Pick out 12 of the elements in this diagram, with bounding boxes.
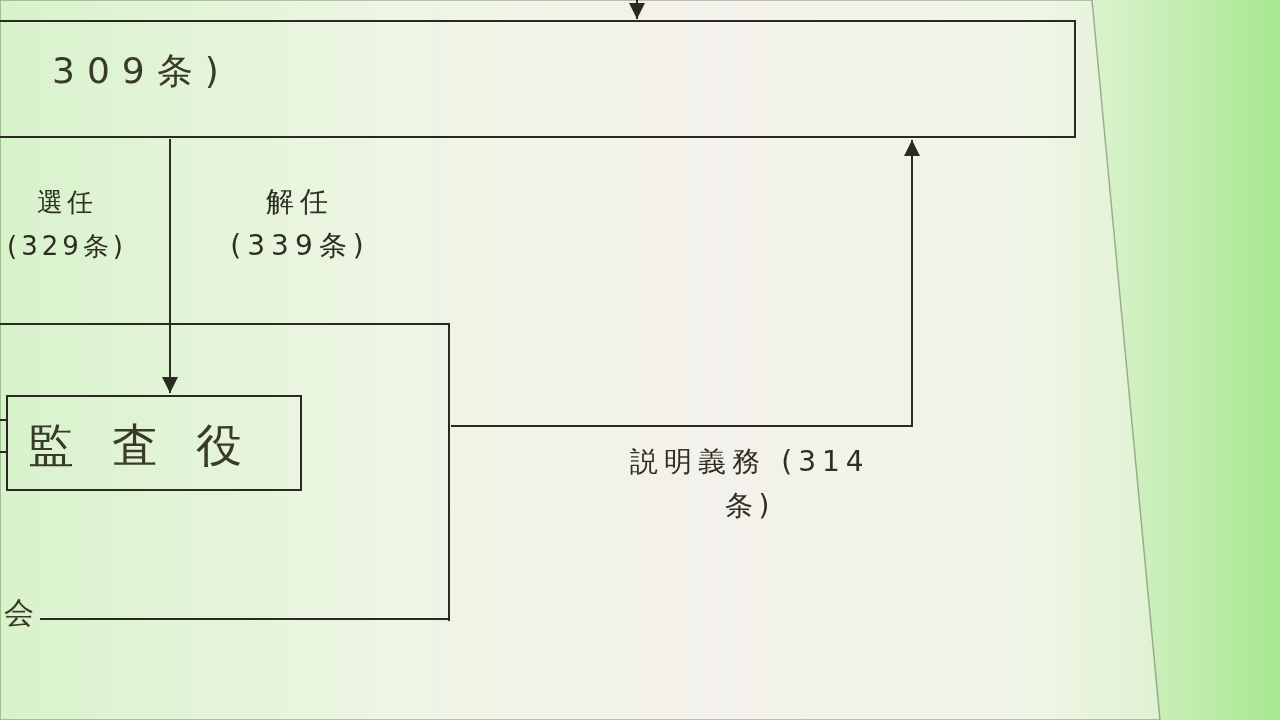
box-label: 309条) xyxy=(52,49,231,93)
arrow xyxy=(450,139,920,427)
process-box xyxy=(6,395,302,491)
process-box xyxy=(0,20,1076,138)
box-caption: 会 xyxy=(4,594,46,632)
box-label: 監査役 xyxy=(28,417,280,474)
connector-line xyxy=(0,419,9,453)
edge-label: 説明義務 (314条) xyxy=(629,444,871,524)
edge-label: 解任 (339条) xyxy=(229,184,371,264)
text-label: 選任 (329条) xyxy=(6,186,128,263)
arrow xyxy=(629,0,645,20)
arrow xyxy=(162,138,178,394)
